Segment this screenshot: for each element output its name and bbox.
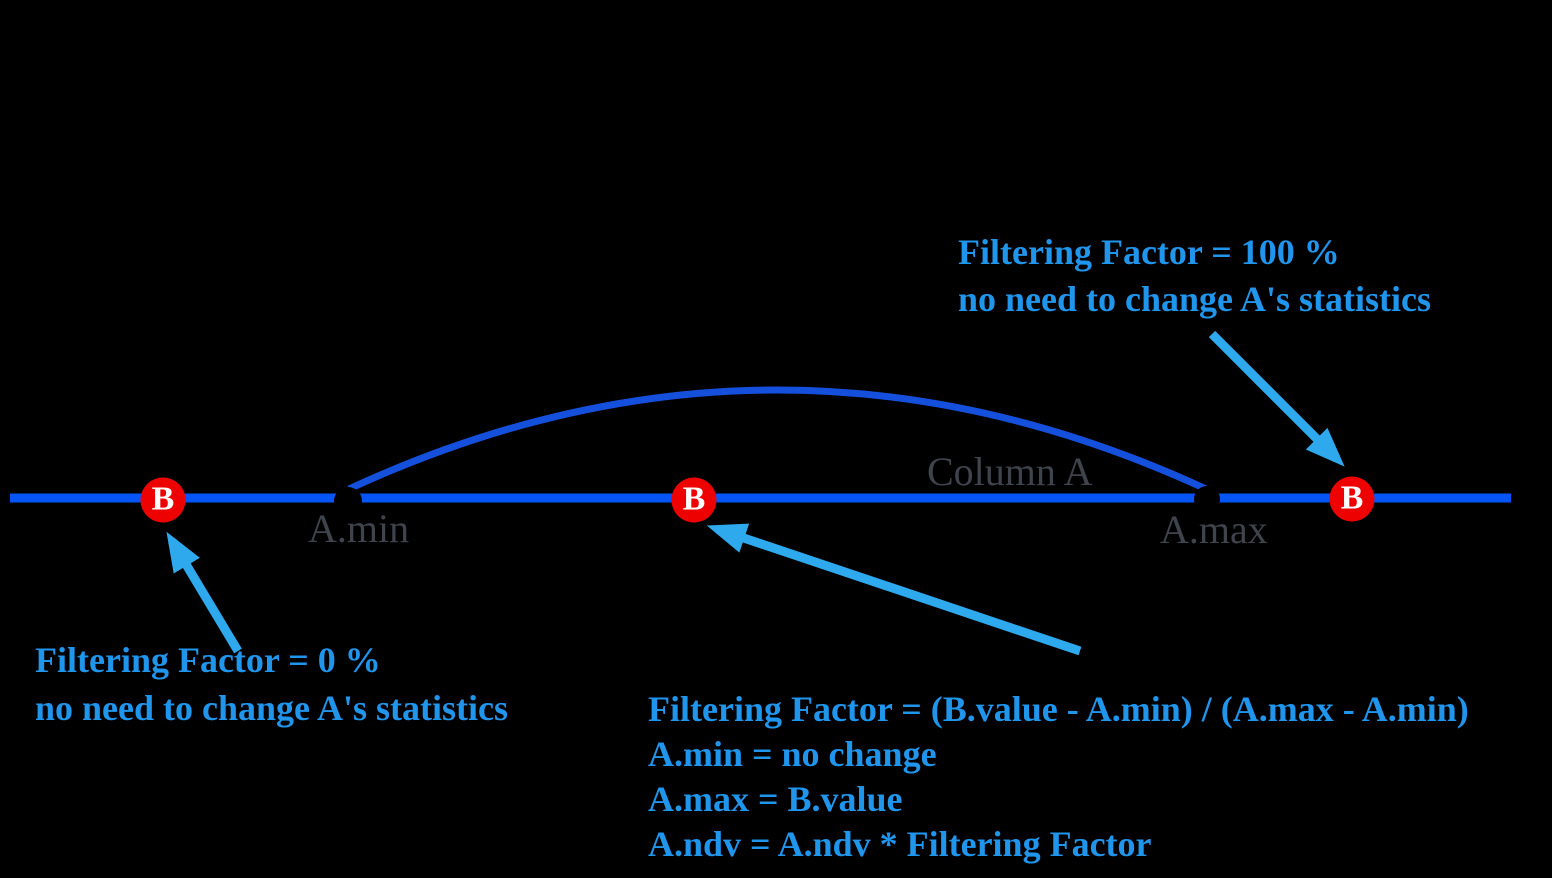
column-a-label: Column A: [927, 449, 1093, 494]
b-value-marker-right: B: [1329, 476, 1375, 522]
arrow-to-left-b-icon: [166, 531, 242, 654]
arrow-to-right-b-icon: [1208, 330, 1345, 467]
annotation-line: no need to change A's statistics: [35, 688, 509, 728]
min-max-range-arc: [347, 386, 1208, 493]
annotation-filtering-factor-100: Filtering Factor = 100 % no need to chan…: [958, 229, 1431, 323]
a-min-label: A.min: [308, 506, 410, 551]
annotation-line: no need to change A's statistics: [958, 279, 1432, 319]
a-max-label: A.max: [1160, 507, 1268, 552]
b-marker-label: B: [682, 480, 706, 517]
annotation-line: A.ndv = A.ndv * Filtering Factor: [648, 824, 1152, 864]
annotation-line: A.max = B.value: [648, 779, 903, 819]
annotation-line: Filtering Factor = 0 %: [35, 640, 381, 680]
amax-endpoint-dot: [1194, 486, 1220, 512]
annotation-line: Filtering Factor = (B.value - A.min) / (…: [648, 689, 1469, 729]
b-marker-label: B: [1340, 479, 1364, 516]
amin-endpoint-dot: [334, 487, 362, 515]
annotation-filtering-factor-formula: Filtering Factor = (B.value - A.min) / (…: [648, 687, 1469, 867]
annotation-line: Filtering Factor = 100 %: [958, 232, 1340, 272]
b-marker-label: B: [151, 480, 175, 517]
b-value-marker-left: B: [140, 477, 186, 523]
annotation-line: A.min = no change: [648, 734, 937, 774]
arrow-to-middle-b-icon: [706, 523, 1082, 656]
annotation-filtering-factor-0: Filtering Factor = 0 % no need to change…: [35, 636, 508, 732]
b-value-marker-middle: B: [671, 477, 717, 523]
